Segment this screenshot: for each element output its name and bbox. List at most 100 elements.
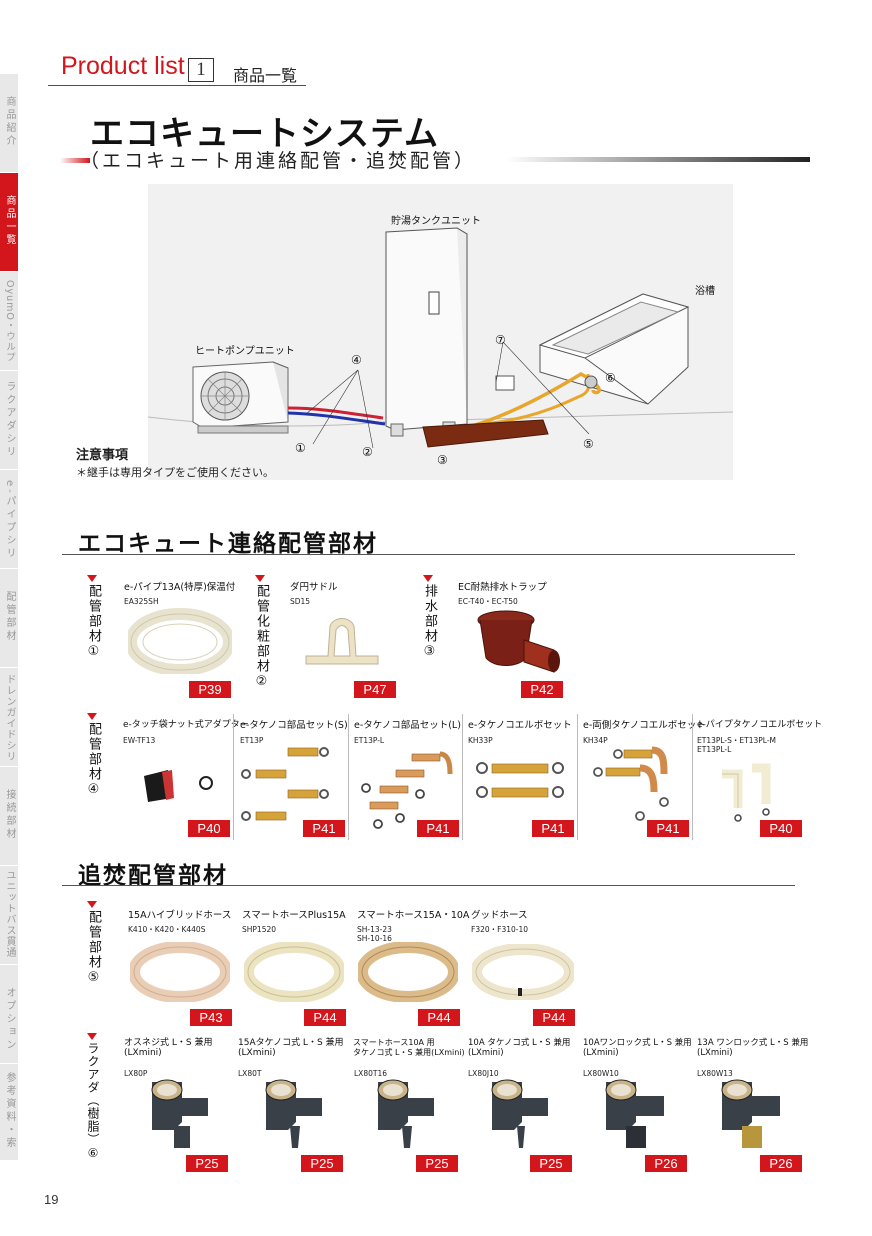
- product-name: 10Aワンロック式 L・S 兼用 (LXmini): [583, 1038, 692, 1058]
- product-code: ET13P-L: [354, 736, 385, 745]
- heatpump-label: ヒートポンプユニット: [195, 345, 295, 357]
- side-tab-label: 参考資料・索引: [4, 1072, 15, 1150]
- side-tab-piping-parts[interactable]: 配管部材: [0, 569, 18, 668]
- product-code: SHP1520: [242, 925, 277, 934]
- product-code: EC-T40・EC-T50: [458, 597, 518, 606]
- page-ref-badge[interactable]: P43: [190, 1009, 232, 1026]
- subtitle-accent-left: [60, 158, 90, 163]
- product-code: LX80W13: [697, 1069, 733, 1078]
- product-name: 15Aハイブリッドホース: [128, 910, 232, 921]
- rakuada-fitting-image: [377, 1079, 434, 1148]
- diagram-number-3: ③: [437, 453, 448, 467]
- product-name: スマートホース15A・10A: [357, 910, 470, 921]
- page-ref-badge[interactable]: P26: [760, 1155, 802, 1172]
- product-code: F320・F310-10: [471, 925, 529, 934]
- product-name: ダ円サドル: [290, 582, 338, 593]
- product-code: LX80T16: [354, 1069, 387, 1078]
- page-ref-badge[interactable]: P44: [304, 1009, 346, 1026]
- section-title-renraku: エコキュート連絡配管部材: [78, 531, 378, 557]
- product-code: K410・K420・K440S: [128, 925, 206, 934]
- side-tab-options[interactable]: オプション: [0, 965, 18, 1064]
- diagram-number-1: ①: [295, 441, 306, 455]
- product-code: EW-TF13: [123, 736, 156, 745]
- side-tab-epipe[interactable]: e-パイプシリーズ: [0, 470, 18, 569]
- page-ref-badge[interactable]: P41: [647, 820, 689, 837]
- product-code: SD15: [290, 597, 311, 606]
- bathtub: [538, 293, 690, 405]
- fitting-set-l-image: [361, 751, 453, 829]
- adapter-image: [144, 770, 213, 802]
- category-marker: [255, 575, 265, 582]
- product-name: グッドホース: [471, 910, 528, 921]
- product-code: LX80P: [124, 1069, 148, 1078]
- diagram-number-5: ⑤: [583, 437, 594, 451]
- page-ref-badge[interactable]: P47: [354, 681, 396, 698]
- category-marker: [87, 901, 97, 908]
- product-code: ET13P: [240, 736, 264, 745]
- side-tab-reference[interactable]: 参考資料・索引: [0, 1064, 18, 1161]
- diagram-number-7: ⑦: [495, 333, 506, 347]
- header-rule: [48, 85, 306, 86]
- side-tab-label: 配管部材: [4, 591, 15, 643]
- page-ref-badge[interactable]: P44: [418, 1009, 460, 1026]
- page-ref-badge[interactable]: P41: [532, 820, 574, 837]
- page-ref-badge[interactable]: P42: [521, 681, 563, 698]
- side-tab-product-list[interactable]: 商品一覧: [0, 173, 18, 272]
- page-ref-badge[interactable]: P44: [533, 1009, 575, 1026]
- product-code: LX80T: [238, 1069, 262, 1078]
- side-tab-rakuada[interactable]: ラクアダシリーズ: [0, 371, 18, 470]
- page-ref-badge[interactable]: P25: [530, 1155, 572, 1172]
- side-tab-label: ユニットバス貫通金具: [4, 870, 15, 958]
- bathtub-label: 浴槽: [695, 284, 715, 297]
- product-name: スマートホース10A 用 タケノコ式 L・S 兼用(LXmini): [353, 1038, 465, 1057]
- rakuada-fitting-image: [491, 1079, 548, 1148]
- product-divider: [348, 714, 349, 840]
- page-ref-badge[interactable]: P41: [303, 820, 345, 837]
- page-ref-badge[interactable]: P39: [189, 681, 231, 698]
- product-name: スマートホースPlus15A: [242, 910, 346, 921]
- product-code: EA325SH: [124, 597, 159, 606]
- insulated-pipe-coil-image: [128, 608, 232, 674]
- product-code: KH34P: [583, 736, 608, 745]
- page-ref-badge[interactable]: P25: [416, 1155, 458, 1172]
- side-tab-product-intro[interactable]: 商品紹介: [0, 74, 18, 173]
- side-tab-label: OyumO・ウルプロシリーズ: [4, 280, 15, 363]
- category-label-piping-5: 配管部材⑤: [86, 910, 101, 987]
- section-rule: [62, 554, 795, 555]
- subtitle-accent-right: [506, 157, 810, 162]
- pipe-elbow-set-image: [722, 763, 771, 822]
- page-ref-badge[interactable]: P41: [417, 820, 459, 837]
- page-number: 19: [44, 1192, 59, 1207]
- page-title: エコキュートシステム: [90, 114, 439, 154]
- system-diagram: 貯湯タンクユニット ヒートポンプユニット 浴槽 ① ② ③ ④ ⑤ ⑥ ⑦: [147, 184, 733, 480]
- side-tab-connection[interactable]: 接続部材: [0, 767, 18, 866]
- side-tab-label: 商品一覧: [4, 195, 15, 247]
- product-name: e-タケノコエルボセット: [468, 720, 572, 731]
- page-ref-badge[interactable]: P40: [760, 820, 802, 837]
- saddle-image: [305, 618, 379, 665]
- double-elbow-set-image: [593, 746, 669, 821]
- side-tab-oyumo[interactable]: OyumO・ウルプロシリーズ: [0, 272, 18, 371]
- page-ref-badge[interactable]: P25: [301, 1155, 343, 1172]
- side-tab-drain-guide[interactable]: ドレンガイドシリーズ: [0, 668, 18, 767]
- elbow-set-image: [476, 762, 564, 798]
- heat-pump-unit: [192, 361, 289, 434]
- side-tab-unitbath[interactable]: ユニットバス貫通金具: [0, 866, 18, 965]
- page-subtitle: （エコキュート用連絡配管・追焚配管）: [80, 150, 477, 172]
- product-name: e-パイプ13A(特厚)保温付: [124, 582, 236, 593]
- product-list-heading-jp: 商品一覧: [233, 66, 298, 85]
- smart-hose-plus-image: [244, 942, 344, 1002]
- page-ref-badge[interactable]: P26: [645, 1155, 687, 1172]
- product-code: SH-13-23 SH-10-16: [357, 925, 392, 943]
- rakuada-fitting-image: [605, 1079, 664, 1148]
- product-name: e-タケノコ部品セット(L): [354, 720, 461, 731]
- page-ref-badge[interactable]: P40: [188, 820, 230, 837]
- page-ref-badge[interactable]: P25: [186, 1155, 228, 1172]
- fitting-set-s-image: [241, 747, 329, 821]
- section-rule: [62, 885, 795, 886]
- rakuada-fitting-image: [151, 1079, 208, 1148]
- product-divider: [462, 714, 463, 840]
- product-name: EC耐熱排水トラップ: [458, 582, 547, 593]
- section-title-oidaki: 追焚配管部材: [78, 863, 228, 889]
- product-code: LX80J10: [468, 1069, 499, 1078]
